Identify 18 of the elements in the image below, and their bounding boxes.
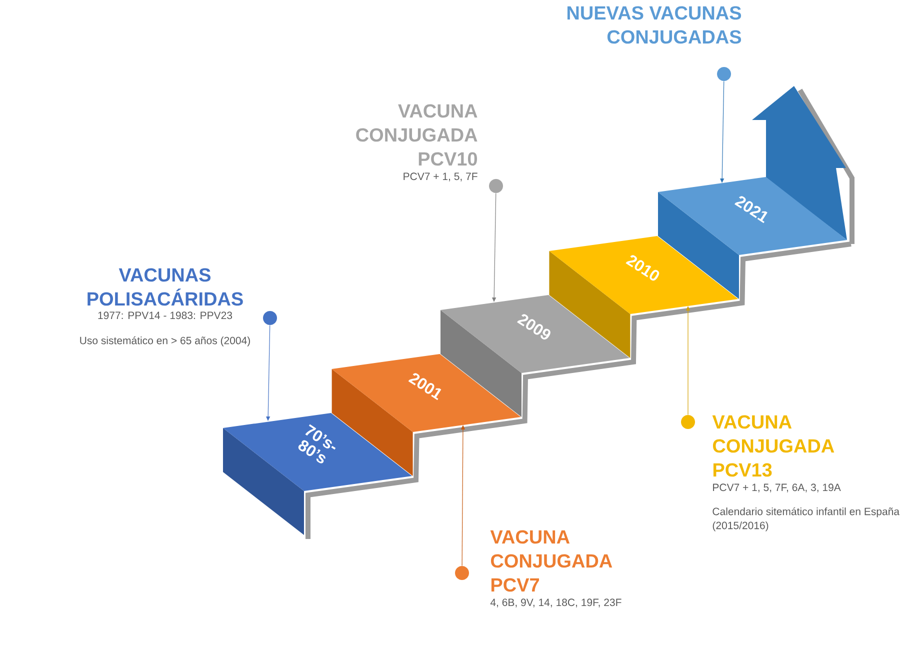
arrow <box>492 192 496 302</box>
stair-step: 70’s- 80’s <box>223 413 412 491</box>
marker-dot <box>489 179 503 193</box>
callout-text: VACUNAS POLISACÁRIDAS 1977: PPV14 - 1983: PPV23 Uso sistemático en > 65 años (2004) <box>80 268 250 346</box>
marker-dot <box>681 415 695 429</box>
marker-dot <box>455 566 469 580</box>
marker-dot <box>717 67 731 81</box>
arrow <box>720 80 724 183</box>
callout-text: VACUNA CONJUGADA PCV13 PCV7 + 1, 5, 7F, 6A, 3, 19A Calendario sitemático infantil en España (2015/2016) <box>712 415 900 532</box>
stair-step: 2010 <box>549 236 738 314</box>
stair-step: 2009 <box>440 295 630 373</box>
marker-dot <box>263 311 277 325</box>
stair-step: 2021 <box>658 177 847 255</box>
callout-text: NUEVAS VACUNAS CONJUGADAS <box>567 6 742 44</box>
stair-step: 2001 <box>332 354 521 432</box>
callout-text: VACUNA CONJUGADA PCV7 4, 6B, 9V, 14, 18C, 19F, 23F <box>490 530 622 608</box>
arrow <box>266 324 270 421</box>
callout-text: VACUNA CONJUGADA PCV10 PCV7 + 1, 5, 7F <box>356 104 478 182</box>
